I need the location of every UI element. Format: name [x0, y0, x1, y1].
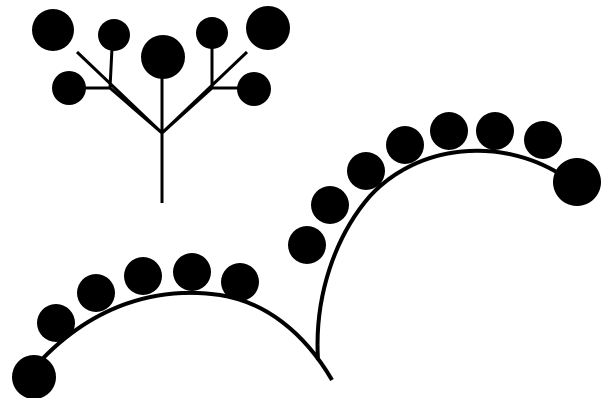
- flower-node: [52, 71, 86, 105]
- flower-node: [124, 257, 162, 295]
- flower-node: [98, 19, 130, 51]
- flower-node: [221, 263, 259, 301]
- left-arc-flowers: [12, 253, 259, 398]
- flower-node: [288, 226, 326, 264]
- flower-node: [246, 6, 290, 50]
- cyme-diagram: [12, 112, 601, 398]
- flower-node: [196, 17, 228, 49]
- flower-node: [386, 126, 424, 164]
- flower-node: [524, 121, 562, 159]
- flower-node: [237, 72, 271, 106]
- flower-node: [430, 112, 468, 150]
- flower-node: [173, 253, 211, 291]
- flower-node: [141, 35, 185, 79]
- left-inner-branch: [110, 88, 162, 133]
- right-inner-branch: [162, 88, 212, 133]
- flower-node: [12, 355, 56, 398]
- left-upper-branch: [110, 48, 112, 88]
- flower-node: [476, 112, 514, 150]
- left-arc-stem: [28, 293, 332, 380]
- flower-node: [311, 186, 349, 224]
- flower-node: [553, 158, 601, 206]
- flower-node: [347, 152, 385, 190]
- flower-node: [77, 274, 115, 312]
- flower-node: [32, 9, 74, 51]
- flower-node: [37, 304, 75, 342]
- umbel-diagram: [32, 6, 290, 203]
- right-arc-flowers: [288, 112, 601, 264]
